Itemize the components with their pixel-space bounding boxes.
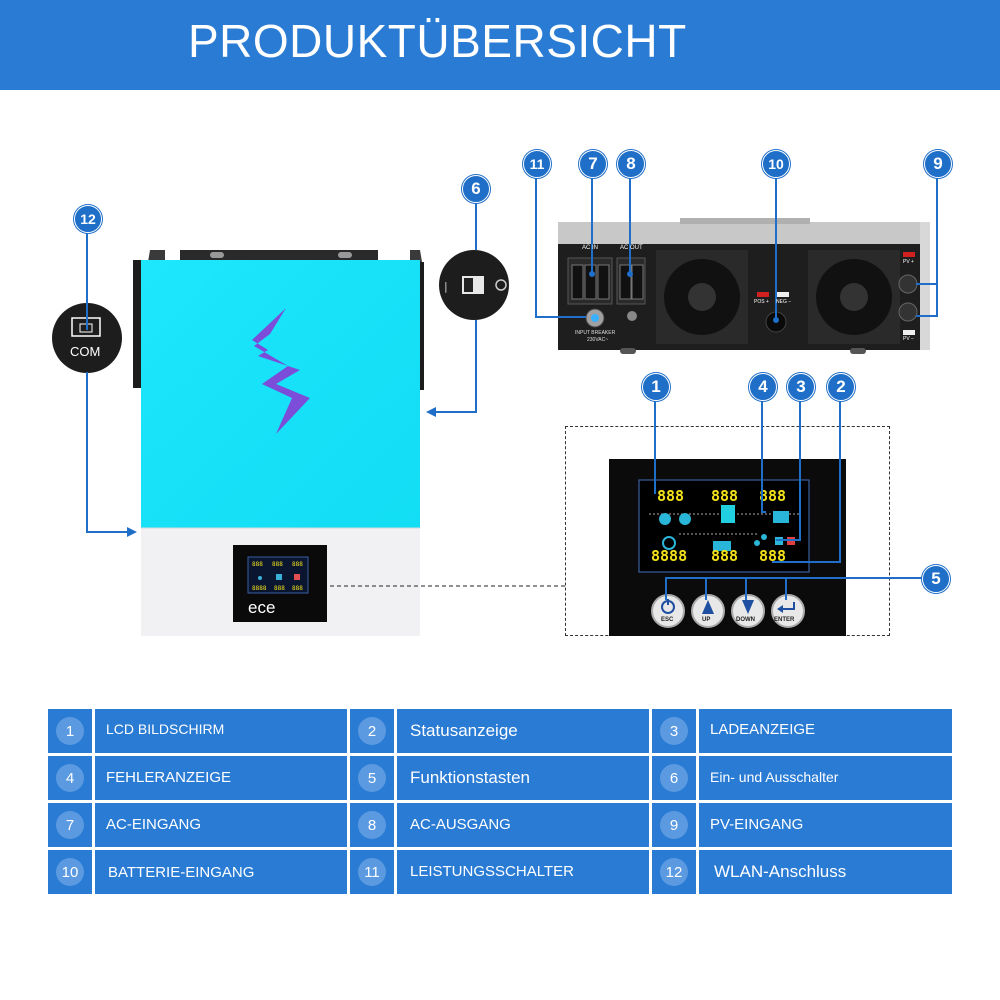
legend-label-cell — [397, 756, 649, 800]
lcd-digit-5: 888 — [711, 547, 739, 565]
legend-label-cell — [95, 756, 347, 800]
legend-label-battery-in: BATTERIE-EINGANG — [108, 864, 255, 881]
svg-text:888: 888 — [274, 585, 285, 592]
enter-label: ENTER — [774, 617, 795, 623]
legend-label-function-keys: Funktionstasten — [410, 768, 531, 787]
legend-number-10: 10 — [56, 858, 84, 886]
legend-number-7: 7 — [56, 811, 84, 839]
up-label: UP — [702, 617, 711, 623]
com-port-label: COM — [70, 344, 101, 359]
callout-8: 8 — [617, 150, 645, 178]
lcd-digit-2: 888 — [711, 487, 739, 505]
legend-label-cell — [95, 850, 347, 894]
legend-label-pv-in: PV-EINGANG — [710, 816, 804, 833]
battery-neg-label: NEG − — [776, 299, 792, 305]
callout-9: 9 — [924, 150, 952, 178]
ac-in-label: AC IN — [582, 245, 599, 251]
svg-text:888: 888 — [292, 561, 303, 568]
legend-number-6: 6 — [660, 764, 688, 792]
lcd-digit-1: 888 — [657, 487, 685, 505]
legend-label-breaker: LEISTUNGSSCHALTER — [410, 863, 574, 880]
legend-label-fault: FEHLERANZEIGE — [106, 769, 232, 786]
legend-number-11: 11 — [358, 858, 386, 886]
legend-number-2: 2 — [358, 717, 386, 745]
legend-label-cell — [699, 803, 952, 847]
legend-label-ac-out: AC-AUSGANG — [410, 816, 511, 833]
callout-4: 4 — [749, 373, 777, 401]
legend-number-9: 9 — [660, 811, 688, 839]
callout-12: 12 — [74, 205, 102, 233]
page-title: PRODUKTÜBERSICHT — [188, 15, 687, 67]
inverter-bottom-view: AC IN AC OUT INPUT BREAKER 230VAC~ POS +… — [535, 176, 938, 354]
lcd-digit-6: 888 — [759, 547, 787, 565]
legend-table: 1 2 3 4 5 6 7 8 9 10 11 12 LCD BILDSCHIR… — [48, 709, 952, 895]
lcd-digit-3: 888 — [759, 487, 787, 505]
callout-10: 10 — [762, 150, 790, 178]
lcd-digit-4: 8888 — [651, 547, 688, 565]
legend-number-8: 8 — [358, 811, 386, 839]
callout-2: 2 — [827, 373, 855, 401]
legend-label-status: Statusanzeige — [410, 721, 518, 740]
inverter-front-view: 888 888 888 8888 888 888 | COM ece — [52, 200, 565, 636]
legend-label-cell — [397, 803, 649, 847]
legend-number-5: 5 — [358, 764, 386, 792]
down-label: DOWN — [736, 617, 755, 623]
legend-label-cell — [95, 709, 347, 753]
brand-logo: ece — [248, 598, 276, 617]
esc-label: ESC — [661, 617, 674, 623]
svg-text:|: | — [444, 280, 448, 293]
legend-label-ac-in: AC-EINGANG — [106, 816, 202, 833]
legend-label-cell — [95, 803, 347, 847]
svg-text:888: 888 — [272, 561, 283, 568]
breaker-label: INPUT BREAKER — [575, 330, 616, 336]
legend-label-charge: LADEANZEIGE — [710, 721, 816, 738]
legend-label-wlan: WLAN-Anschluss — [714, 862, 847, 881]
callout-3: 3 — [787, 373, 815, 401]
legend-label-cell — [699, 709, 952, 753]
battery-pos-label: POS + — [754, 299, 769, 305]
breaker-rating: 230VAC~ — [587, 337, 609, 343]
callout-5: 5 — [922, 565, 950, 593]
callout-6: 6 — [462, 175, 490, 203]
legend-label-cell — [397, 709, 649, 753]
inverter-front-illustration: 888 888 888 8888 888 888 | — [52, 200, 565, 636]
legend-number-4: 4 — [56, 764, 84, 792]
ac-out-label: AC OUT — [620, 245, 643, 251]
svg-text:888: 888 — [252, 561, 263, 568]
legend-label-cell — [699, 756, 952, 800]
lcd-zoom-panel: 888 888 888 8888 888 888 ESC UP DOWN ENT… — [609, 459, 846, 636]
callout-1: 1 — [642, 373, 670, 401]
callout-11: 11 — [523, 150, 551, 178]
inverter-bottom-illustration — [535, 176, 938, 354]
legend-number-1: 1 — [56, 717, 84, 745]
header-banner: PRODUKTÜBERSICHT — [0, 0, 1000, 90]
pv-pos-label: PV + — [903, 259, 914, 265]
svg-text:888: 888 — [292, 585, 303, 592]
legend-label-power-switch: Ein- und Ausschalter — [710, 769, 839, 785]
legend-label-cell — [397, 850, 649, 894]
legend-label-lcd: LCD BILDSCHIRM — [106, 721, 225, 737]
legend-number-3: 3 — [660, 717, 688, 745]
callout-7: 7 — [579, 150, 607, 178]
pv-neg-label: PV − — [903, 336, 914, 342]
svg-text:8888: 8888 — [252, 585, 267, 592]
legend-label-cell — [699, 850, 952, 894]
legend-number-12: 12 — [660, 858, 688, 886]
